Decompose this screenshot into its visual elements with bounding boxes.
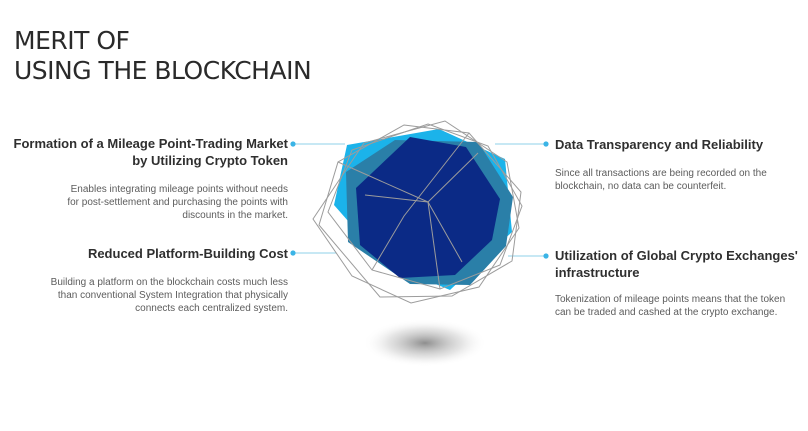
page-title: MERIT OF USING THE BLOCKCHAIN <box>14 26 434 86</box>
merit-description-trading-market-line-1: Enables integrating mileage points witho… <box>70 184 288 195</box>
merit-description-platform-cost: Building a platform on the blockchain co… <box>0 276 288 315</box>
merit-description-crypto-exchanges-line-2: can be traded and cashed at the crypto e… <box>555 307 778 318</box>
connector-dots <box>290 141 549 259</box>
wire-cube-edge-2 <box>427 152 479 203</box>
merit-description-trading-market-line-2: for post-settlement and purchasing the p… <box>67 197 288 208</box>
merit-heading-platform-cost-line-1: Reduced Platform-Building Cost <box>87 246 288 261</box>
wire-cube-edge-4 <box>427 201 441 290</box>
merit-description-platform-cost-line-3: connects each centralized system. <box>135 303 288 314</box>
page-title-line-1: MERIT OF <box>14 26 130 55</box>
merit-description-data-transparency-line-1: Since all transactions are being recorde… <box>555 168 767 179</box>
merit-heading-crypto-exchanges-line-1: Utilization of Global Crypto Exchanges' <box>555 248 798 263</box>
merit-heading-data-transparency: Data Transparency and Reliability <box>555 136 805 153</box>
connector-lines <box>295 143 545 257</box>
merit-description-crypto-exchanges: Tokenization of mileage points means tha… <box>555 293 807 319</box>
merit-heading-trading-market: Formation of a Mileage Point-Trading Mar… <box>0 135 288 169</box>
wire-cube-edge-5 <box>371 132 470 271</box>
merit-description-data-transparency: Since all transactions are being recorde… <box>555 167 805 193</box>
wireframe-outlines <box>312 120 523 304</box>
merit-heading-crypto-exchanges-line-2: infrastructure <box>555 265 640 280</box>
cube-shadow <box>363 319 487 367</box>
connector-dot-bottom-right <box>543 253 549 259</box>
wire-cube-edge-3 <box>337 161 429 203</box>
connector-dot-bottom-left <box>290 250 296 256</box>
merit-heading-crypto-exchanges: Utilization of Global Crypto Exchanges' … <box>555 247 807 281</box>
merit-heading-data-transparency-line-1: Data Transparency and Reliability <box>555 137 764 152</box>
merit-description-data-transparency-line-2: blockchain, no data can be counterfeit. <box>555 181 727 192</box>
merit-heading-trading-market-line-1: Formation of a Mileage Point-Trading Mar… <box>13 136 288 151</box>
wire-hexagon-3 <box>312 120 520 304</box>
merit-description-crypto-exchanges-line-1: Tokenization of mileage points means tha… <box>555 294 786 305</box>
merit-description-trading-market: Enables integrating mileage points witho… <box>0 183 288 222</box>
connector-dot-top-right <box>543 141 549 147</box>
wire-hexagon-2 <box>318 124 522 298</box>
merit-heading-trading-market-line-2: by Utilizing Crypto Token <box>132 153 288 168</box>
page-title-line-2: USING THE BLOCKCHAIN <box>14 56 312 85</box>
merit-description-trading-market-line-3: discounts in the market. <box>182 210 288 221</box>
merit-description-platform-cost-line-1: Building a platform on the blockchain co… <box>50 277 288 288</box>
connector-dot-top-left <box>290 141 296 147</box>
merit-description-platform-cost-line-2: than conventional System Integration tha… <box>57 290 288 301</box>
merit-heading-platform-cost: Reduced Platform-Building Cost <box>0 245 288 262</box>
navy-hexagon <box>356 137 500 278</box>
